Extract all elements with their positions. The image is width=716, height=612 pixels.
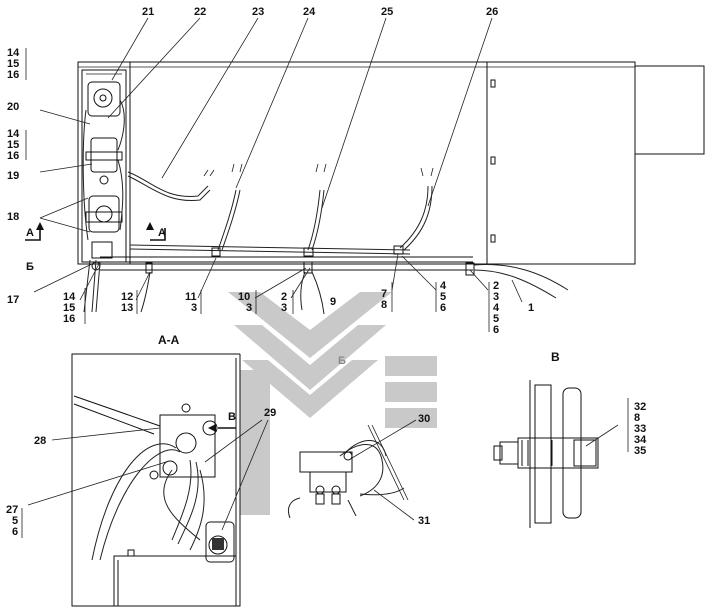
callout-29: 29: [264, 407, 276, 419]
callout-4-b: 4: [493, 302, 500, 314]
callout-14-top: 14: [7, 47, 20, 59]
callout-18: 18: [7, 211, 19, 223]
view-title-b: Б: [338, 355, 346, 367]
callout-1: 1: [528, 302, 534, 314]
callout-14-bot: 14: [63, 291, 76, 303]
watermark-logo: [228, 292, 437, 515]
section-mark-a-right: А: [158, 227, 166, 239]
view-v: [493, 380, 619, 528]
callout-5-c: 5: [12, 515, 18, 527]
callout-14-mid: 14: [7, 128, 20, 140]
callout-16-mid: 16: [7, 150, 19, 162]
callout-33: 33: [634, 423, 646, 435]
callout-15-bot: 15: [63, 302, 75, 314]
callout-2-b: 2: [493, 280, 499, 292]
callout-12: 12: [121, 291, 133, 303]
callout-24: 24: [303, 6, 316, 18]
view-b: [287, 419, 417, 521]
callout-35: 35: [634, 445, 646, 457]
callout-23: 23: [252, 6, 264, 18]
callout-8-b: 8: [634, 412, 640, 424]
callout-10: 10: [238, 291, 250, 303]
callout-6-c: 6: [12, 526, 18, 538]
callout-6-b: 6: [493, 324, 499, 336]
callout-17: 17: [7, 294, 19, 306]
callout-32: 32: [634, 401, 646, 413]
callout-7: 7: [381, 288, 387, 300]
view-title-v: В: [551, 350, 560, 364]
callout-3-a: 3: [191, 302, 197, 314]
callout-9: 9: [330, 296, 336, 308]
section-mark-a-left: А: [26, 227, 34, 239]
callout-8-a: 8: [381, 299, 387, 311]
callout-25: 25: [381, 6, 393, 18]
callout-13: 13: [121, 302, 133, 314]
view-a-a: [27, 353, 269, 607]
callout-5-b: 5: [493, 313, 499, 325]
callout-20: 20: [7, 101, 19, 113]
callout-19: 19: [7, 170, 19, 182]
callout-labels: 21 22 23 24 25 26 14 15 16 20 14 15 16 1…: [6, 6, 647, 538]
callout-21: 21: [142, 6, 154, 18]
section-mark-v-arrow: В: [228, 411, 236, 423]
callout-16-bot: 16: [63, 313, 75, 325]
callout-6-a: 6: [440, 302, 446, 314]
callout-28: 28: [34, 435, 46, 447]
callout-15-top: 15: [7, 58, 19, 70]
callout-3-d: 3: [493, 291, 499, 303]
callout-3-c: 3: [281, 302, 287, 314]
section-mark-b: Б: [26, 261, 34, 273]
callout-2-a: 2: [281, 291, 287, 303]
callout-31: 31: [418, 515, 430, 527]
view-title-a-a: А-А: [158, 333, 180, 347]
callout-30: 30: [418, 413, 430, 425]
callout-3-b: 3: [246, 302, 252, 314]
main-view: [25, 61, 705, 315]
callout-22: 22: [194, 6, 206, 18]
callout-5-a: 5: [440, 291, 446, 303]
callout-4-a: 4: [440, 280, 447, 292]
callout-11: 11: [185, 291, 197, 303]
callout-27: 27: [6, 504, 18, 516]
callout-16-top: 16: [7, 69, 19, 81]
callout-26: 26: [486, 6, 498, 18]
callout-34: 34: [634, 434, 647, 446]
callout-15-mid: 15: [7, 139, 19, 151]
leader-lines-main: [21, 17, 629, 538]
